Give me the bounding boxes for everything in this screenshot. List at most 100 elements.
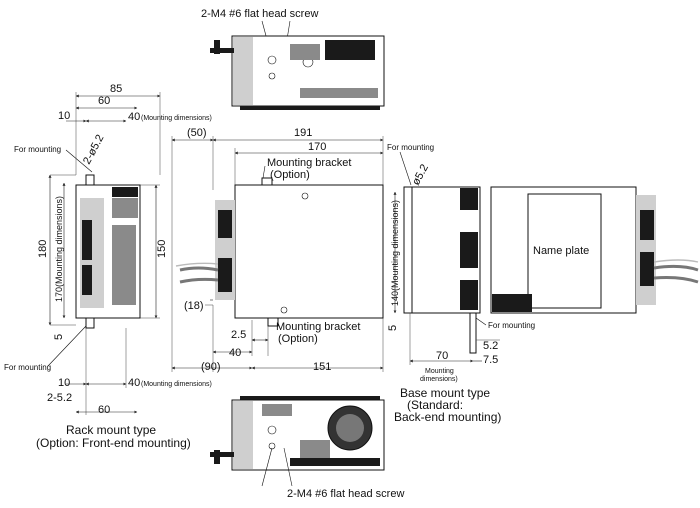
dim-170-mounting: 170(Mounting dimensions) (54, 196, 64, 302)
rack-bracket-bottom (85, 317, 95, 329)
bottom-view-connector-row (290, 458, 380, 466)
rack-bracket-top (85, 174, 95, 186)
side-cable-1 (179, 266, 219, 272)
name-plate-cable-1 (653, 264, 699, 272)
rack-display-panel (112, 198, 138, 218)
hole-label-top: 2-ø5.2 (81, 133, 107, 167)
bottom-screw-leader-2 (283, 447, 293, 487)
bottom-view-base (240, 396, 380, 400)
base-heatsink-1 (460, 188, 478, 210)
mounting-label-2: dimensions) (420, 376, 458, 383)
side-bracket-bottom (267, 317, 279, 327)
bracket-top-label-2: (Option) (270, 169, 310, 181)
dim-150: 150 (156, 240, 168, 258)
for-mounting-base-bottom-leader (475, 317, 487, 326)
rack-title-1: Rack mount type (66, 423, 156, 437)
dim-5-rack: 5 (53, 334, 65, 340)
name-plate-cable-3 (653, 259, 699, 263)
name-plate-connector-1 (640, 210, 654, 240)
bottom-view: 2-M4 #6 flat head screw (210, 396, 404, 500)
rack-terminal-block (112, 225, 136, 305)
dim-5-base: 5 (387, 325, 399, 331)
for-mounting-bottom: For mounting (4, 363, 51, 372)
name-plate-label: Name plate (533, 245, 589, 257)
bottom-view-vent (300, 440, 330, 460)
for-mounting-bottom-leader (47, 325, 87, 367)
dim-2-5: 2.5 (231, 329, 246, 341)
for-mounting-base-top: For mounting (387, 143, 434, 152)
dim-170: 170 (308, 141, 326, 153)
dim-10-top: 10 (58, 110, 70, 122)
top-view-vent (325, 40, 375, 60)
top-view-base (240, 106, 380, 110)
side-cable-3 (175, 262, 219, 267)
side-connector-2 (218, 258, 232, 292)
side-body (234, 184, 384, 319)
top-screw-hole-2 (268, 72, 276, 80)
for-mounting-top-leader (65, 149, 93, 173)
bottom-view-clip (210, 452, 234, 457)
hole-base: ø5.2 (410, 162, 431, 187)
bottom-screw-label: 2-M4 #6 flat head screw (287, 488, 404, 500)
side-screw-bottom (280, 306, 288, 314)
fan-hub (336, 414, 364, 442)
name-plate-connector-2 (640, 252, 654, 286)
dim-40-bottom: 40 (128, 377, 140, 389)
top-view-connector-row (300, 88, 378, 98)
side-screw-top (301, 192, 309, 200)
base-mount-plate (403, 186, 413, 314)
dim-140-mounting: 140(Mounting dimensions) (390, 200, 400, 306)
rack-mount-view: 85 60 10 40 (Mounting dimensions) 2-ø5.2… (4, 83, 212, 450)
bottom-screw-leader (261, 447, 273, 487)
bracket-bottom-label-1: Mounting bracket (276, 321, 360, 333)
dim-7-5: 7.5 (483, 354, 498, 366)
bottom-view-terminal (262, 404, 292, 416)
mounting-dims-bottom: (Mounting dimensions) (141, 381, 212, 388)
name-plate-cable-2 (653, 276, 699, 284)
for-mounting-base-top-leader (399, 151, 412, 186)
base-title-2: (Standard: (407, 398, 463, 412)
dim-10-bottom: 10 (58, 377, 70, 389)
dim-85: 85 (110, 83, 122, 95)
bracket-bottom-label-2: (Option) (278, 333, 318, 345)
rack-connector-2 (82, 265, 92, 295)
mounting-dims-top: (Mounting dimensions) (141, 115, 212, 122)
dim-40-top: 40 (128, 111, 140, 123)
dim-18: (18) (184, 300, 204, 312)
dim-151: 151 (313, 361, 331, 373)
top-view-side-panel (233, 37, 253, 105)
dim-60-bottom: 60 (98, 404, 110, 416)
name-plate-vent (492, 294, 532, 312)
hole-label-bottom: 2-5.2 (47, 392, 72, 404)
base-title-1: Base mount type (400, 386, 490, 400)
name-plate-view: Name plate (490, 186, 699, 314)
dim-40-side: 40 (229, 347, 241, 359)
bottom-view-side-panel (233, 401, 253, 469)
for-mounting-base-bottom: For mounting (488, 321, 535, 330)
for-mounting-top: For mounting (14, 145, 61, 154)
top-view-clip (210, 48, 234, 53)
side-cable-2 (179, 277, 219, 284)
dim-180: 180 (37, 240, 49, 258)
dim-90: (90) (201, 361, 221, 373)
base-heatsink-2 (460, 232, 478, 268)
name-plate (527, 193, 602, 309)
side-bracket-top (261, 177, 273, 186)
dim-70: 70 (436, 350, 448, 362)
dim-5-2: 5.2 (483, 340, 498, 352)
dim-50: (50) (187, 127, 207, 139)
mounting-label-1: Mounting (425, 368, 454, 375)
top-view: 2-M4 #6 flat head screw (201, 8, 385, 110)
dim-60-top: 60 (98, 95, 110, 107)
base-heatsink-3 (460, 280, 478, 310)
top-screw-hole-1 (267, 55, 277, 65)
top-view-terminal (290, 44, 320, 60)
rack-connector-1 (82, 220, 92, 260)
top-view-clip-post (214, 40, 220, 54)
base-mount-view: For mounting ø5.2 140(Mounting dimension… (387, 143, 535, 424)
rack-brand-panel (112, 187, 138, 197)
dim-191: 191 (294, 127, 312, 139)
side-view: (50) 191 170 Mounting bracket (Option) (… (171, 127, 384, 373)
rack-title-2: (Option: Front-end mounting) (36, 436, 191, 450)
